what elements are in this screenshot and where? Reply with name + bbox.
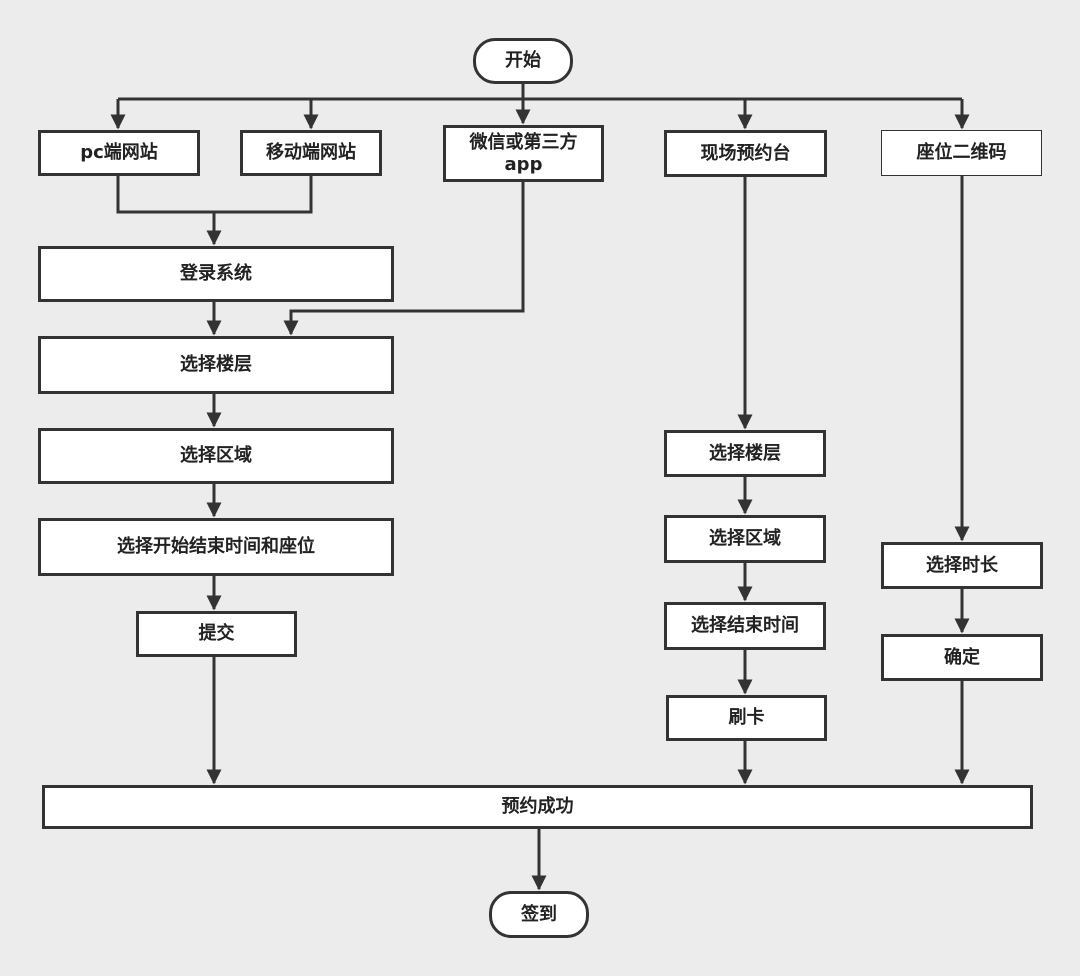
start-label: 开始 <box>505 50 541 72</box>
connector-pc-mobile-merge <box>116 175 313 214</box>
login-label: 登录系统 <box>180 263 252 285</box>
wechat-app-node: 微信或第三方 app <box>443 125 604 182</box>
sign-in-node: 签到 <box>489 891 589 938</box>
pc-site-node: pc端网站 <box>38 130 200 176</box>
pc-site-label: pc端网站 <box>80 142 158 164</box>
mid-area-node: 选择区域 <box>664 515 826 563</box>
select-duration-node: 选择时长 <box>881 542 1043 589</box>
left-time-seat-node: 选择开始结束时间和座位 <box>38 518 394 576</box>
confirm-label: 确定 <box>944 646 980 668</box>
login-node: 登录系统 <box>38 246 394 302</box>
submit-node: 提交 <box>136 611 297 657</box>
seat-qr-node: 座位二维码 <box>881 130 1042 176</box>
swipe-card-node: 刷卡 <box>666 695 827 741</box>
onsite-desk-node: 现场预约台 <box>664 130 827 177</box>
success-node: 预约成功 <box>42 785 1033 829</box>
submit-label: 提交 <box>198 623 235 645</box>
success-label: 预约成功 <box>501 796 574 818</box>
mid-floor-label: 选择楼层 <box>709 442 781 464</box>
mid-end-time-label: 选择结束时间 <box>691 615 799 637</box>
left-time-seat-label: 选择开始结束时间和座位 <box>117 536 315 558</box>
sign-in-label: 签到 <box>521 903 557 925</box>
mid-area-label: 选择区域 <box>709 528 781 550</box>
left-area-node: 选择区域 <box>38 428 394 484</box>
left-floor-label: 选择楼层 <box>180 354 252 376</box>
mid-floor-node: 选择楼层 <box>664 430 826 477</box>
swipe-card-label: 刷卡 <box>728 707 765 729</box>
wechat-app-label-line2: app <box>504 153 543 175</box>
mid-end-time-node: 选择结束时间 <box>664 602 826 650</box>
wechat-app-label-line1: 微信或第三方 <box>469 131 578 153</box>
select-duration-label: 选择时长 <box>926 554 998 576</box>
left-area-label: 选择区域 <box>180 445 252 467</box>
confirm-node: 确定 <box>881 634 1043 681</box>
seat-qr-label: 座位二维码 <box>916 142 1007 164</box>
left-floor-node: 选择楼层 <box>38 336 394 394</box>
start-node: 开始 <box>473 38 573 84</box>
onsite-desk-label: 现场预约台 <box>700 142 791 164</box>
mobile-site-node: 移动端网站 <box>240 130 382 176</box>
mobile-site-label: 移动端网站 <box>266 142 356 164</box>
arrow-wechat-to-floor <box>283 181 525 336</box>
